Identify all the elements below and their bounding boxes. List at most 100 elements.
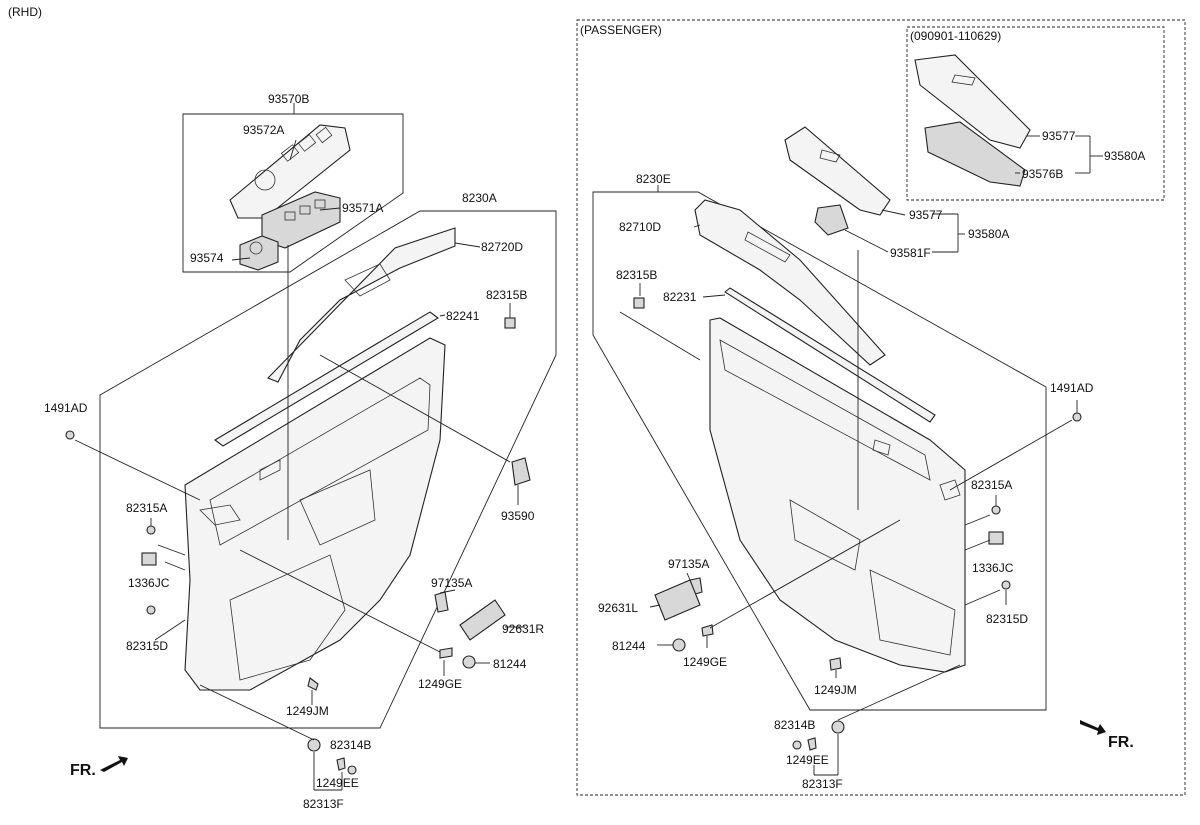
label-82314B-right: 82314B <box>774 718 815 732</box>
label-92631L: 92631L <box>598 601 638 615</box>
leader-lines-left <box>74 139 525 791</box>
label-93577-a: 93577 <box>909 208 943 222</box>
clip-1336JC-left <box>141 552 157 566</box>
label-82315D-left: 82315D <box>126 639 168 653</box>
label-82315A-right: 82315A <box>971 478 1012 492</box>
screw-1249EE-left <box>336 757 346 771</box>
screw-1249GE-left <box>439 647 453 659</box>
clip-82315D-right <box>1001 580 1011 590</box>
label-1249GE-right: 1249GE <box>683 655 727 669</box>
label-93571A: 93571A <box>342 201 383 215</box>
label-93581F: 93581F <box>890 246 931 260</box>
door-trim-panel-right <box>709 317 966 673</box>
label-93574: 93574 <box>190 251 224 265</box>
power-window-switch-bezel <box>229 124 351 219</box>
label-82710D: 82710D <box>619 220 661 234</box>
clip-1336JC-right <box>988 531 1004 545</box>
bezel-slot-dated <box>951 74 976 86</box>
label-93572A: 93572A <box>243 123 284 137</box>
fr-arrow-right-icon <box>1080 720 1106 735</box>
cap-82313F-left <box>307 738 321 752</box>
passenger-section-frame <box>576 19 1186 796</box>
label-1336JC-right: 1336JC <box>972 561 1014 575</box>
screw-1249JM-right <box>829 657 842 671</box>
date-range-header: (090901-110629) <box>910 29 1001 43</box>
armrest-upper-left <box>267 227 456 383</box>
label-82313F-left: 82313F <box>303 797 344 811</box>
rhd-header: (RHD) <box>8 5 42 19</box>
switch-92631R <box>459 599 506 641</box>
cap-81244-right <box>672 638 686 652</box>
door-trim-panel-left <box>184 337 446 691</box>
label-93590: 93590 <box>501 509 535 523</box>
switch-bezel-93577-dated <box>914 54 1031 149</box>
label-81244-right: 81244 <box>612 639 646 653</box>
label-93570B: 93570B <box>268 92 309 106</box>
fr-label-left: FR. <box>70 762 96 779</box>
door-trim-assembly-box <box>99 210 557 729</box>
clip-82315B-right <box>633 297 645 309</box>
label-82720D: 82720D <box>481 240 523 254</box>
label-82231: 82231 <box>663 290 697 304</box>
passenger-trim-assembly-box <box>592 191 1047 711</box>
clip-82315D-left <box>146 605 156 615</box>
label-1249EE-right: 1249EE <box>786 753 829 767</box>
fr-arrow-left-icon <box>100 756 128 772</box>
label-93576B: 93576B <box>1022 167 1063 181</box>
cap-82313F-right <box>831 720 845 734</box>
cap-82314B-left <box>347 765 357 775</box>
cap-82314B-right <box>792 740 802 750</box>
nut-1491AD-left <box>65 430 75 440</box>
label-1249JM-right: 1249JM <box>814 683 857 697</box>
label-81244-left: 81244 <box>493 657 527 671</box>
label-82313F-right: 82313F <box>802 777 843 791</box>
label-1249EE-left: 1249EE <box>316 776 359 790</box>
label-97135A-left: 97135A <box>431 576 472 590</box>
label-1336JC-left: 1336JC <box>128 576 170 590</box>
mirror-switch <box>239 235 279 271</box>
armrest-upper-right <box>694 199 886 366</box>
passenger-header: (PASSENGER) <box>580 23 662 37</box>
switch-bezel-93577 <box>784 126 891 216</box>
label-82315B-left: 82315B <box>486 288 527 302</box>
switch-assembly-box <box>182 113 404 273</box>
fr-label-right: FR. <box>1108 734 1134 751</box>
leader-lines-right <box>619 135 1103 776</box>
screw-1249GE-right <box>701 624 714 637</box>
belt-garnish-right <box>724 287 936 423</box>
label-82315B-right: 82315B <box>616 268 657 282</box>
label-82314B-left: 82314B <box>330 738 371 752</box>
label-82241: 82241 <box>446 309 480 323</box>
label-93580A-a: 93580A <box>968 227 1009 241</box>
clip-82315A-right <box>991 505 1001 515</box>
cap-81244-left <box>462 655 476 669</box>
clip-82315A-left <box>146 525 156 535</box>
switch-module-93576B <box>924 121 1026 187</box>
label-92631R: 92631R <box>502 622 544 636</box>
armrest-detail-left <box>344 263 391 297</box>
label-82315A-left: 82315A <box>126 501 167 515</box>
switch-92631L <box>654 579 701 621</box>
label-1491AD-right: 1491AD <box>1050 381 1094 395</box>
bracket-97135A-left <box>434 591 449 613</box>
label-97135A-right: 97135A <box>668 557 709 571</box>
label-1491AD-left: 1491AD <box>44 401 88 415</box>
clip-82315B-left <box>504 317 516 329</box>
belt-garnish-left <box>214 311 439 447</box>
label-1249GE-left: 1249GE <box>418 677 462 691</box>
screw-1249JM-left <box>307 677 319 691</box>
label-1249JM-left: 1249JM <box>286 704 329 718</box>
nut-1491AD-right <box>1072 412 1082 422</box>
label-8230A: 8230A <box>462 191 497 205</box>
label-8230E: 8230E <box>636 172 671 186</box>
switch-93581F <box>814 204 849 236</box>
bracket-93590 <box>511 457 531 486</box>
label-82315D-right: 82315D <box>986 612 1028 626</box>
bezel-slot <box>819 149 841 163</box>
screw-1249EE-right <box>807 737 817 751</box>
label-93577-b: 93577 <box>1042 129 1076 143</box>
label-93580A-b: 93580A <box>1104 149 1145 163</box>
armrest-detail-right <box>744 231 791 263</box>
